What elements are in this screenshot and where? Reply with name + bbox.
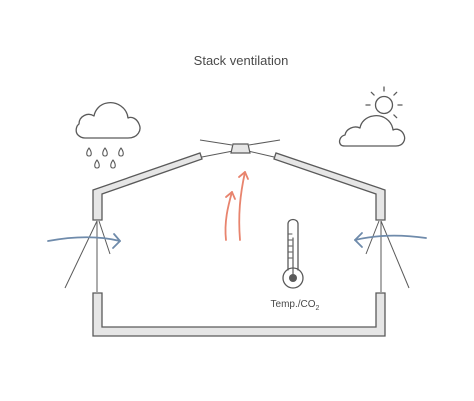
- cool-air-arrows: [47, 232, 427, 249]
- open-windows: [64, 220, 410, 292]
- rain-cloud-icon: [75, 102, 141, 169]
- thermometer-icon: [282, 218, 304, 289]
- building-lower-walls-floor: [92, 292, 386, 337]
- sun-cloud-icon: [338, 86, 406, 147]
- warm-air-arrows: [224, 171, 249, 241]
- sensor-label-main: Temp./CO: [271, 299, 316, 310]
- roof-vent-icon: [199, 139, 281, 158]
- sensor-label: Temp./CO2: [271, 299, 320, 312]
- building-left-upper-wall: [92, 152, 203, 221]
- building-right-upper-wall: [273, 152, 386, 221]
- diagram-title: Stack ventilation: [194, 53, 289, 68]
- sensor-label-subscript: 2: [316, 305, 320, 312]
